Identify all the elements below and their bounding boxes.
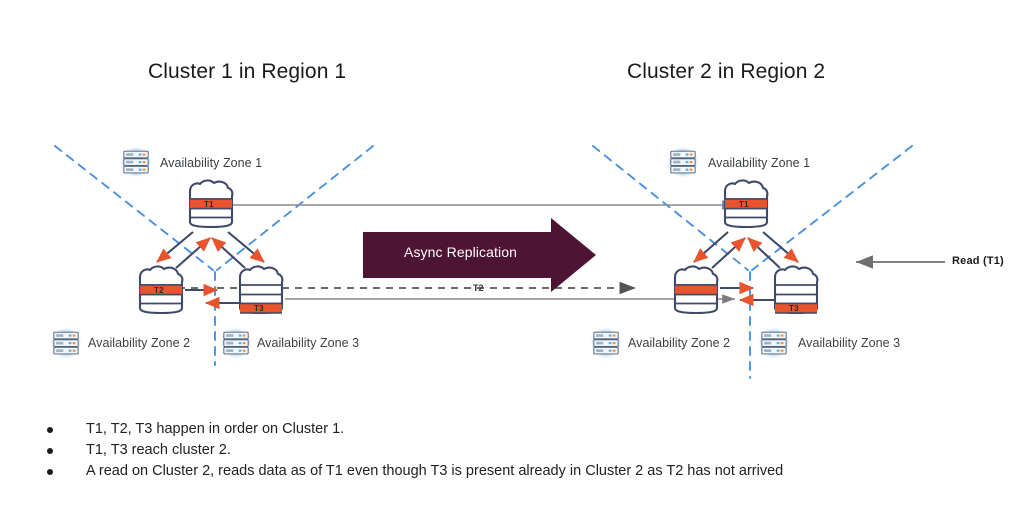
note-text: T1, T3 reach cluster 2. <box>86 442 231 458</box>
server-rack-icon <box>50 327 82 359</box>
bullet-icon <box>47 469 53 475</box>
left-az1-label: Availability Zone 1 <box>160 156 263 170</box>
left-node-top[interactable] <box>188 179 234 229</box>
server-rack-icon <box>220 327 252 359</box>
right-intra-arrows <box>693 231 799 307</box>
left-intra-arrows <box>156 231 265 310</box>
right-node-bottom-right-label: T3 <box>789 304 799 313</box>
left-node-top-label: T1 <box>204 200 214 209</box>
note-text: T1, T2, T3 happen in order on Cluster 1. <box>86 421 345 437</box>
left-node-bottom-right-label: T3 <box>254 304 264 313</box>
async-replication-label: Async Replication <box>404 244 517 260</box>
right-node-bottom-right[interactable] <box>773 265 819 315</box>
left-az2-label: Availability Zone 2 <box>88 336 191 350</box>
bullet-icon <box>47 448 53 454</box>
server-rack-icon <box>590 327 622 359</box>
bullet-icon <box>47 427 53 433</box>
right-node-top-label: T1 <box>739 200 749 209</box>
right-cluster-title: Cluster 2 in Region 2 <box>627 60 826 83</box>
async-replication-arrow <box>363 218 596 292</box>
left-az3-label: Availability Zone 3 <box>257 336 360 350</box>
right-az2-label: Availability Zone 2 <box>628 336 731 350</box>
server-rack-icon <box>667 146 699 178</box>
left-cluster-title: Cluster 1 in Region 1 <box>148 60 347 83</box>
right-az1-label: Availability Zone 1 <box>708 156 811 170</box>
server-rack-icon <box>120 146 152 178</box>
server-rack-icon <box>758 327 790 359</box>
notes-list: T1, T2, T3 happen in order on Cluster 1.… <box>0 420 1024 483</box>
list-item: T1, T2, T3 happen in order on Cluster 1. <box>0 420 1024 439</box>
read-label: Read (T1) <box>952 255 1004 267</box>
left-node-bottom-right[interactable] <box>238 265 284 315</box>
list-item: A read on Cluster 2, reads data as of T1… <box>0 462 1024 481</box>
left-az-divider <box>54 145 374 366</box>
left-node-bottom-left[interactable] <box>138 265 184 315</box>
right-node-top[interactable] <box>723 179 769 229</box>
right-node-bottom-left[interactable] <box>673 265 719 315</box>
right-az3-label: Availability Zone 3 <box>798 336 901 350</box>
t2-pending-label: T2 <box>473 283 484 293</box>
note-text: A read on Cluster 2, reads data as of T1… <box>86 463 784 479</box>
list-item: T1, T3 reach cluster 2. <box>0 441 1024 460</box>
left-node-bottom-left-label: T2 <box>154 286 164 295</box>
